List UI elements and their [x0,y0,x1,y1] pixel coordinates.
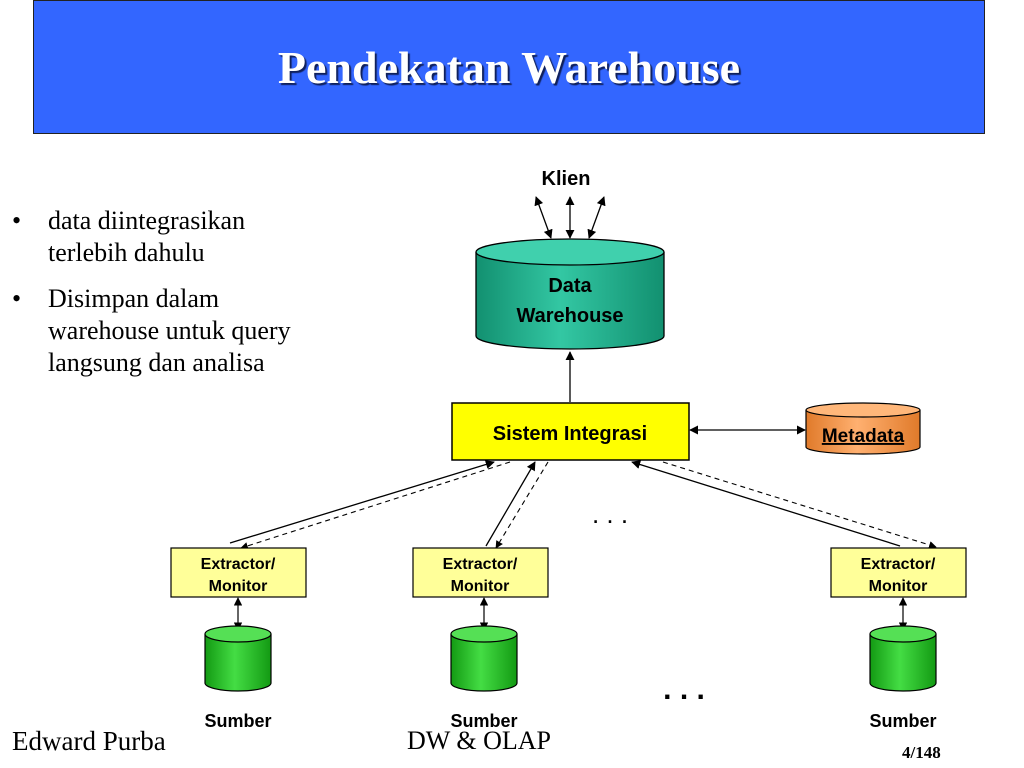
title-banner: Pendekatan Warehouse [33,0,985,134]
integration-to-extractor2-dashed-arrow [495,461,549,549]
bullet-icon: • [12,206,22,235]
integration-to-extractor1-dashed-arrow [240,461,511,550]
bullet-text: data diintegrasikan terlebih dahulu [48,206,246,267]
source-cylinder-1: Sumber [204,625,272,731]
source-label: Sumber [204,711,271,731]
extractor-ellipsis: . . . [592,499,628,529]
extractor-label-line2: Monitor [209,578,268,595]
bullet-item: • Disimpan dalam warehouse untuk query la… [10,283,330,379]
integration-to-extractor3-dashed-arrow [662,461,937,549]
extractor-box-3: Extractor/ Monitor [830,547,967,598]
bullet-item: • data diintegrasikan terlebih dahulu [10,205,330,269]
extractor-box-2: Extractor/ Monitor [412,547,549,598]
integration-label: Sistem Integrasi [493,423,648,445]
footer-course: DW & OLAP [407,726,551,755]
warehouse-label-line1: Data [548,275,592,297]
extractor-label-line1: Extractor/ [201,556,276,573]
bullet-text: Disimpan dalam warehouse untuk query lan… [48,284,291,377]
data-warehouse-cylinder: Data Warehouse [475,238,665,350]
source-label: Sumber [869,711,936,731]
extractor-box-1: Extractor/ Monitor [170,547,307,598]
source-label: Sumber [450,711,517,731]
metadata-cylinder: Metadata [805,402,921,455]
extractor-label-line1: Extractor/ [443,556,518,573]
bullet-icon: • [12,284,22,313]
source-ellipsis: . . . [663,673,705,706]
page-title: Pendekatan Warehouse [277,41,741,93]
warehouse-label-line2: Warehouse [516,305,623,327]
integration-system-box: Sistem Integrasi [451,402,690,461]
client-arrow-right [587,196,606,239]
metadata-label: Metadata [822,426,905,447]
bullet-list: • data diintegrasikan terlebih dahulu • Di… [10,205,330,393]
page-number: 4/148 [902,743,941,762]
source-cylinder-3: Sumber [869,625,937,731]
client-arrow-left [534,196,553,239]
extractor-label-line2: Monitor [451,578,510,595]
extractor-label-line1: Extractor/ [861,556,936,573]
footer-author: Edward Purba [12,726,166,756]
client-label: Klien [542,168,591,190]
source-cylinder-2: Sumber [450,625,518,731]
extractor-label-line2: Monitor [869,578,928,595]
extractor2-to-integration-arrow [485,461,536,547]
extractor1-to-integration-arrow [229,460,495,544]
extractor3-to-integration-arrow [631,460,901,547]
